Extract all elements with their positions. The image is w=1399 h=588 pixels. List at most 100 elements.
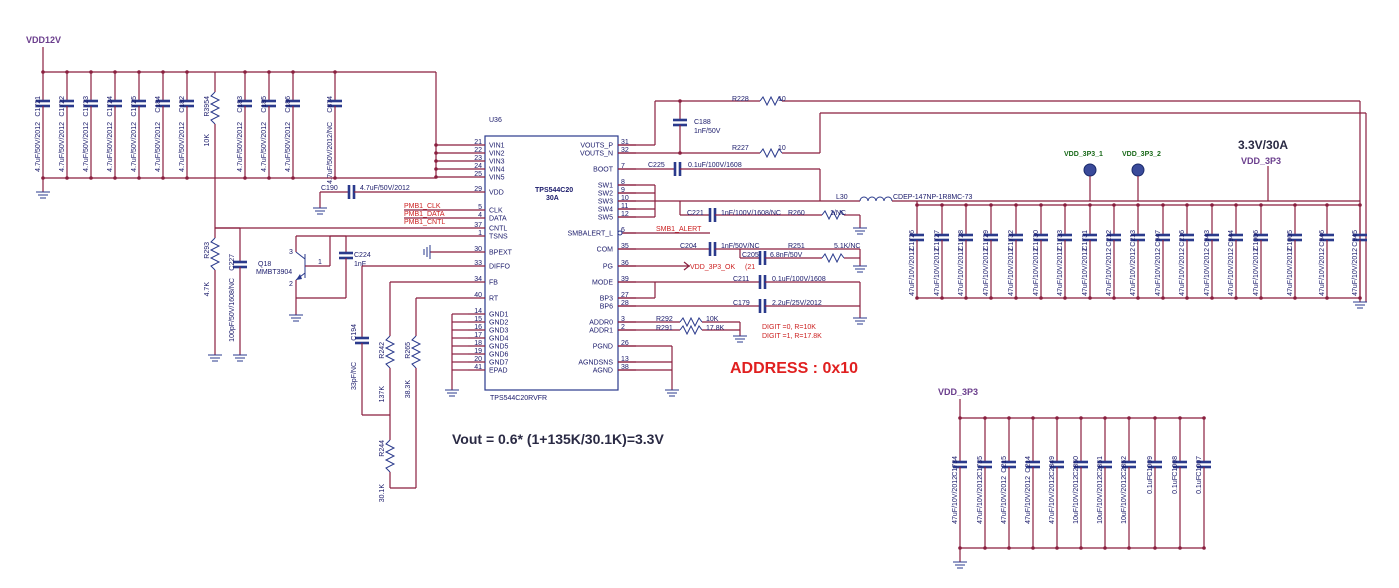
cap-ref: C2850 (1073, 456, 1080, 477)
ground-symbol (853, 265, 867, 273)
r244-value: 30.1K (379, 484, 386, 503)
cap-ref: C2849 (1049, 456, 1056, 477)
cap-ref: C1725 (131, 96, 138, 117)
pin-name: FB (489, 280, 498, 287)
pin-name: SW3 (598, 199, 613, 206)
cap-ref: C1729 (983, 230, 990, 251)
cap-value: 47uF/10V/2012 (1179, 248, 1186, 296)
pin-number: 39 (621, 276, 629, 283)
junction (940, 203, 944, 207)
cap-value: 4.7uF/50V/2012 (107, 122, 114, 172)
r293-resistor (209, 237, 221, 271)
pmb-cntl-net: PMB1_CNTL (404, 219, 445, 226)
cap-value: 4.7uF/50V/2012 (261, 122, 268, 172)
cap-value: 0.1uF (1172, 476, 1179, 494)
junction (1234, 296, 1238, 300)
cap-ref: C944 (1228, 230, 1235, 247)
r251-ref: R251 (788, 243, 805, 250)
junction (989, 203, 993, 207)
cap-ref: C214 (1025, 456, 1032, 473)
pin-number: 21 (474, 139, 482, 146)
pg-arrow-icon (683, 261, 690, 271)
cap-ref: C1731 (1082, 230, 1089, 251)
pin-name: EPAD (489, 368, 508, 375)
rating-label: 3.3V/30A (1238, 138, 1288, 152)
c194-value: 33pF/NC (351, 362, 358, 390)
address-label: ADDRESS : 0x10 (730, 360, 858, 377)
junction (1293, 203, 1297, 207)
r3954-ref: R3954 (204, 96, 211, 117)
junction (89, 176, 93, 180)
c211-value: 0.1uF/100V/1608 (772, 276, 826, 283)
junction (1178, 416, 1182, 420)
pin-name: GND2 (489, 320, 509, 327)
pin-name: COM (597, 247, 614, 254)
cap-ref: C1726 (909, 230, 916, 251)
cap-value: 47uF/10V/2012 (1049, 476, 1056, 524)
cap-ref: C1006 (1253, 230, 1260, 251)
ground-symbol (233, 354, 247, 362)
pin-name: GND5 (489, 344, 509, 351)
pin-name: GND6 (489, 352, 509, 359)
cap-ref: C1735 (977, 456, 984, 477)
pin-name: VIN4 (489, 167, 505, 174)
tp1-label: VDD_3P3_1 (1064, 151, 1103, 158)
cap-value: 4.7uF/50V/2012 (131, 122, 138, 172)
junction (1325, 296, 1329, 300)
pin-number: 6 (621, 227, 625, 234)
cap-ref: C874 (327, 96, 334, 113)
cap-value: 4.7uF/50V/2012 (155, 122, 162, 172)
cap-value: 10uF/10V/2012 (1121, 476, 1128, 524)
pin-number: 14 (474, 308, 482, 315)
c225-ref: C225 (648, 162, 665, 169)
pin-name: SW4 (598, 207, 613, 214)
junction (1136, 296, 1140, 300)
c190-ref: C190 (321, 185, 338, 192)
pin-number: 37 (474, 222, 482, 229)
r265-ref: R265 (405, 342, 412, 359)
pin-name: ADDR1 (589, 328, 613, 335)
c188-ref: C188 (694, 119, 711, 126)
cap-ref: C1007 (1196, 456, 1203, 477)
pin-number: 7 (621, 163, 625, 170)
r292-value: 10K (706, 316, 719, 323)
junction (161, 70, 165, 74)
cap-ref: C184 (155, 96, 162, 113)
pin-number: 8 (621, 179, 625, 186)
pin-number: 30 (474, 246, 482, 253)
pin-number: 11 (621, 203, 628, 210)
junction (137, 176, 141, 180)
cap-value: 47uF/10V/2012 (1319, 248, 1326, 296)
cap-value: 47uF/10V/2012 (1033, 248, 1040, 296)
cap-value: 47uF/10V/2012 (1352, 248, 1359, 296)
ground-symbol (665, 389, 679, 397)
pin-number: 27 (621, 292, 629, 299)
junction (1234, 203, 1238, 207)
c194-ref: C194 (351, 324, 358, 341)
pin-number: 20 (474, 356, 482, 363)
pin-number: 34 (474, 276, 482, 283)
junction (267, 70, 271, 74)
cap-ref: C947 (1155, 230, 1162, 247)
junction (1127, 546, 1131, 550)
digit0-note: DIGIT =0, R=10K (762, 324, 816, 331)
cap-ref: C946 (1319, 230, 1326, 247)
junction (1112, 296, 1116, 300)
pin-name: BPEXT (489, 250, 513, 257)
pin-name: RT (489, 296, 499, 303)
junction (1031, 416, 1035, 420)
junction (1210, 203, 1214, 207)
l30-value: CDEP-147NP-1R8MC-73 (893, 194, 972, 201)
ground-symbol (313, 207, 327, 215)
junction (137, 70, 141, 74)
cap-ref: C1724 (107, 96, 114, 117)
r260-value: 1/NC (830, 210, 846, 217)
cap-value: 47uF/10V/2012 (1253, 248, 1260, 296)
cap-value: 47uF/10V/2012 (1025, 476, 1032, 524)
r244-resistor (384, 439, 396, 473)
junction (1259, 296, 1263, 300)
c204-value: 1nF/50V/NC (721, 243, 760, 250)
r228-resistor (759, 95, 783, 107)
pin-number: 28 (621, 300, 629, 307)
c221-ref: C221 (687, 210, 704, 217)
